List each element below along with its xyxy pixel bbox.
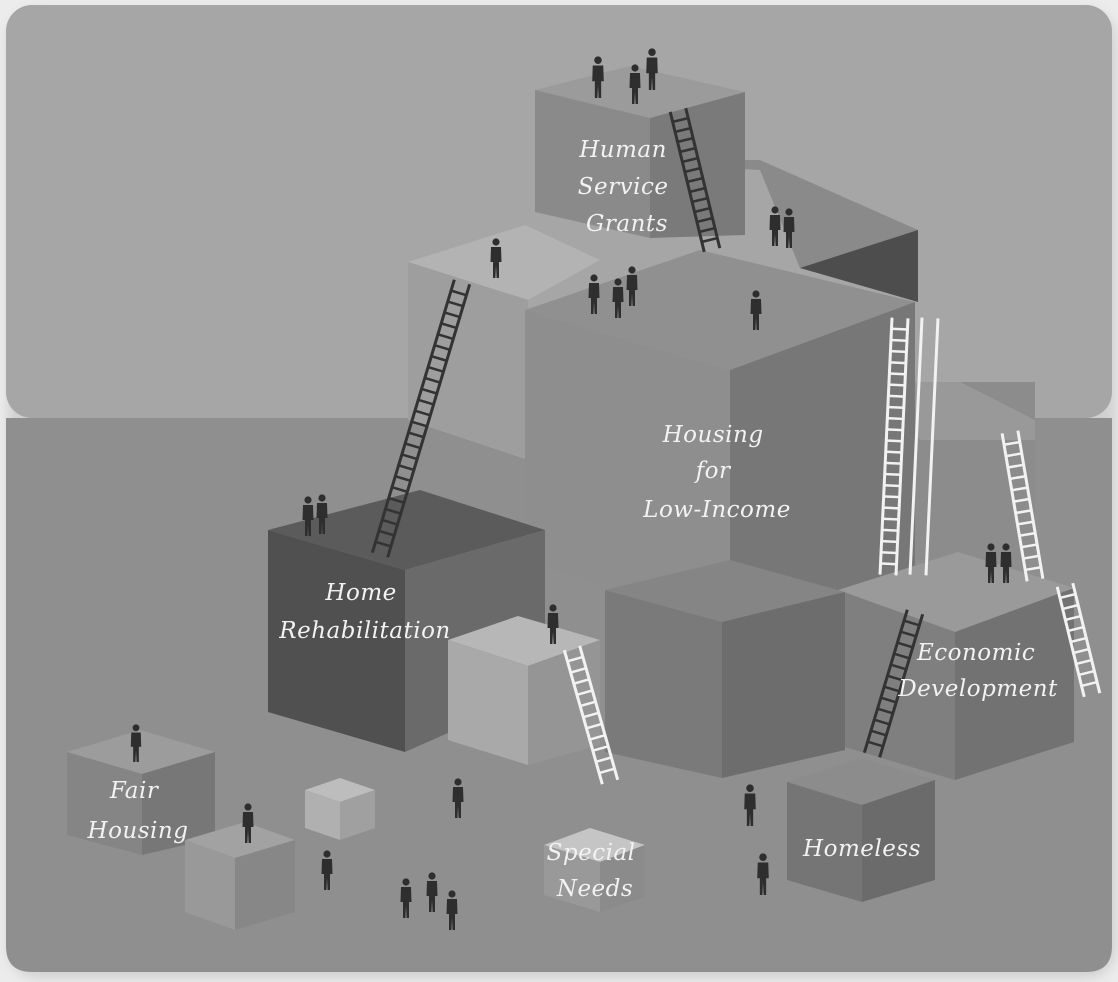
person-figure [302,496,314,536]
rear-right-block [600,160,1035,560]
label-special-needs: Special Needs [547,840,644,902]
person-figure [400,878,412,918]
label-line: Low-Income [642,497,791,523]
ladders [370,107,1102,785]
label-line: Housing [87,818,189,844]
person-figure [321,850,333,890]
block-front-small [185,822,295,930]
label-line: Development [897,676,1058,702]
label-line: Homeless [802,836,921,862]
block-fair-housing [67,730,215,855]
people [130,48,1012,930]
person-figure [592,56,604,98]
person-figure [783,208,795,248]
ladder [1055,582,1102,698]
ladder [668,107,722,253]
label-line: Special [547,840,636,866]
label-line: Needs [556,876,633,902]
person-figure [446,890,458,930]
ladder [878,317,910,576]
left-stepped-block [408,225,600,460]
label-line: Service [578,174,669,200]
person-figure [452,778,464,818]
person-figure [547,604,559,644]
label-line: Rehabilitation [278,618,450,644]
ladder [370,279,472,558]
block-housing-low-income [525,250,915,625]
person-figure [588,274,600,314]
person-figure [612,278,624,318]
person-figure [744,784,756,826]
person-figure [426,872,438,912]
label-homeless: Homeless [802,836,921,862]
ladder [1000,430,1045,582]
ladder [562,645,620,785]
label-economic-development: Economic Development [897,640,1058,702]
person-figure [1000,543,1012,583]
label-fair-housing: Fair Housing [87,778,189,844]
block-lower-middle [605,560,845,778]
person-figure [490,238,502,278]
block-tiny [305,778,375,840]
block-special-needs [544,828,645,912]
label-line: Human [578,137,667,163]
block-small-light [448,616,600,765]
person-figure [130,724,142,762]
person-figure [985,543,997,583]
person-figure [316,494,328,534]
person-figure [757,853,769,895]
ladder [908,317,940,576]
label-line: Economic [916,640,1035,666]
label-line: Grants [586,211,668,237]
block-human-service-grants [535,66,745,238]
label-line: for [694,458,732,484]
label-line: Housing [662,422,764,448]
label-line: Home [324,580,396,606]
ladder [862,609,925,758]
label-line: Fair [109,778,160,804]
block-economic-development [838,552,1074,780]
label-human-service-grants: Human Service Grants [578,137,677,237]
person-figure [242,803,254,843]
label-home-rehabilitation: Home Rehabilitation [278,580,450,644]
person-figure [626,266,638,306]
person-figure [629,64,641,104]
label-housing-low-income: Housing for Low-Income [642,422,791,523]
person-figure [769,206,781,246]
person-figure [646,48,658,90]
block-homeless [787,758,935,902]
person-figure [750,290,762,330]
